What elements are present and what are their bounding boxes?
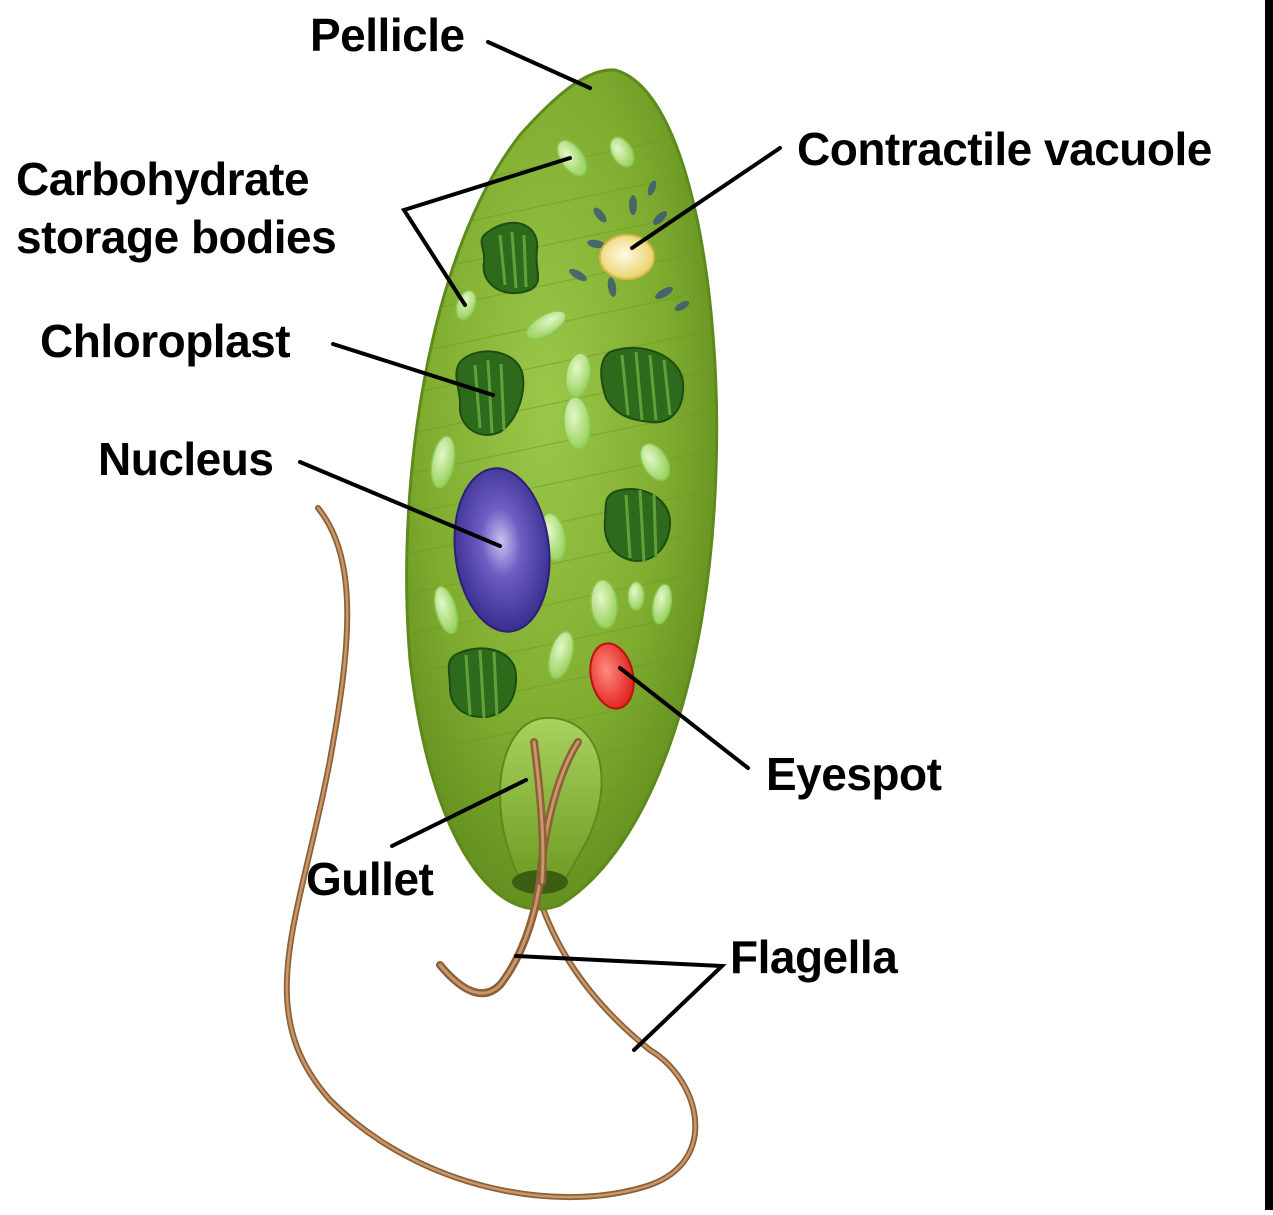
right-border bbox=[1265, 0, 1273, 1210]
flagella-leader bbox=[516, 956, 722, 1050]
label-pellicle: Pellicle bbox=[310, 6, 465, 64]
label-flagella: Flagella bbox=[730, 928, 897, 986]
label-gullet: Gullet bbox=[306, 850, 433, 908]
label-nucleus: Nucleus bbox=[98, 430, 273, 488]
chloroplast-1 bbox=[482, 223, 539, 293]
label-chloroplast: Chloroplast bbox=[40, 312, 290, 370]
chloroplast-4 bbox=[605, 489, 670, 562]
label-eyespot: Eyespot bbox=[766, 745, 941, 803]
label-contractile-vacuole: Contractile vacuole bbox=[797, 120, 1212, 178]
label-carbohydrate-storage-bodies: Carbohydrate storage bodies bbox=[16, 150, 336, 266]
pellicle-leader bbox=[488, 42, 590, 88]
chloroplast-5 bbox=[449, 648, 516, 718]
